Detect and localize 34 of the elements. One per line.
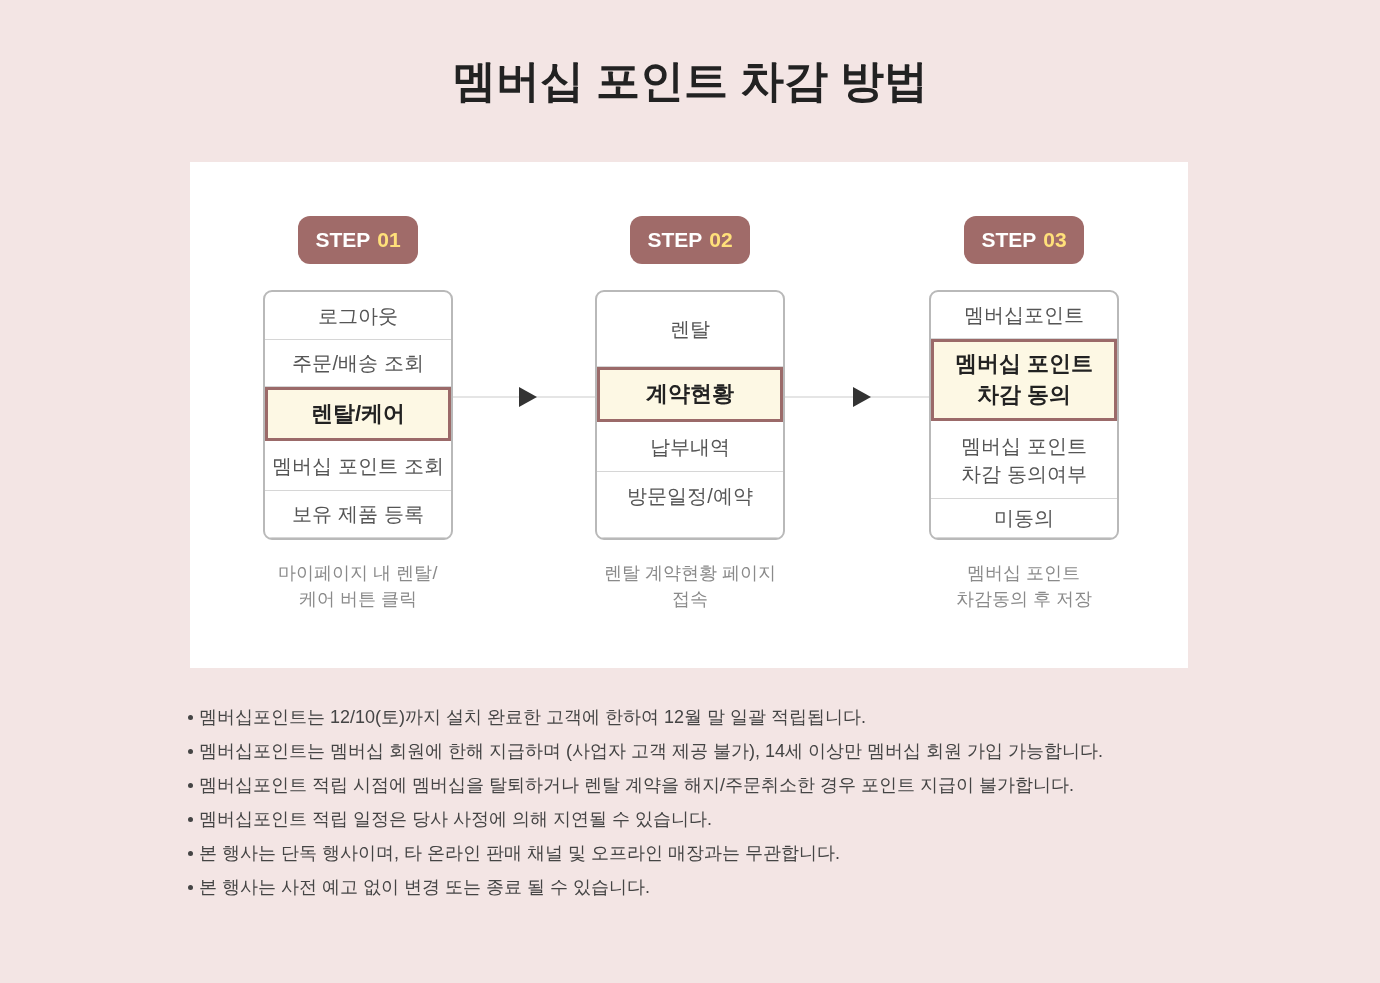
step-label: STEP: [981, 228, 1037, 252]
note-text: 멤버십포인트는 12/10(토)까지 설치 완료한 고객에 한하여 12월 말 일괄 적립됩니다.: [199, 706, 867, 729]
step-badge: [964, 216, 1084, 264]
menu-item: 미동의: [931, 499, 1117, 538]
note-text: 본 행사는 사전 예고 없이 변경 또는 종료 될 수 있습니다.: [199, 876, 650, 899]
arrow: [784, 387, 930, 407]
title: 멤버십 포인트 차감 방법: [450, 55, 930, 107]
step-caption: 렌탈 계약현황 페이지 접속: [604, 562, 776, 612]
menu-item: 방문일정/예약: [597, 472, 783, 538]
menu-item: 보유 제품 등록: [265, 491, 451, 538]
menu-panel: [929, 290, 1119, 540]
note-text: 멤버십포인트는 멤버십 회원에 한해 지급하며 (사업자 고객 제공 불가), 14세 이상만 멤버십 회원 가입 가능합니다.: [199, 740, 1104, 763]
step-number: 03: [1043, 228, 1067, 252]
step-number: 01: [377, 228, 401, 252]
step-caption: 멤버십 포인트 차감동의 후 저장: [955, 562, 1093, 612]
menu-item: 멤버십 포인트 조회: [265, 441, 451, 491]
menu-item: 로그아웃: [265, 292, 451, 340]
arrow: [452, 387, 596, 407]
note-text: 멤버십포인트 적립 시점에 멤버십을 탈퇴하거나 렌탈 계약을 해지/주문취소한 경우 포인트 지급이 불가합니다.: [199, 774, 1074, 797]
menu-item: 납부내역: [597, 422, 783, 472]
menu-panel: [595, 290, 785, 540]
selected-menu-item: 렌탈/케어: [265, 387, 451, 441]
step-caption: 마이페이지 내 렌탈/케어 버튼 클릭: [277, 562, 439, 612]
menu-panel: [263, 290, 453, 540]
note-text: 멤버십포인트 적립 일정은 당사 사정에 의해 지연될 수 있습니다.: [199, 808, 712, 831]
step-badge: [630, 216, 750, 264]
note-text: 본 행사는 단독 행사이며, 타 온라인 판매 채널 및 오프라인 매장과는 무관합니다.: [199, 842, 840, 865]
selected-menu-item: 계약현황: [597, 367, 783, 422]
menu-item: 멤버십 포인트 차감 동의여부: [931, 421, 1117, 499]
step-badge: [298, 216, 418, 264]
step-label: STEP: [315, 228, 371, 252]
selected-menu-item: 멤버십 포인트 차감 동의: [931, 339, 1117, 421]
step-number: 02: [709, 228, 733, 252]
step-label: STEP: [647, 228, 703, 252]
